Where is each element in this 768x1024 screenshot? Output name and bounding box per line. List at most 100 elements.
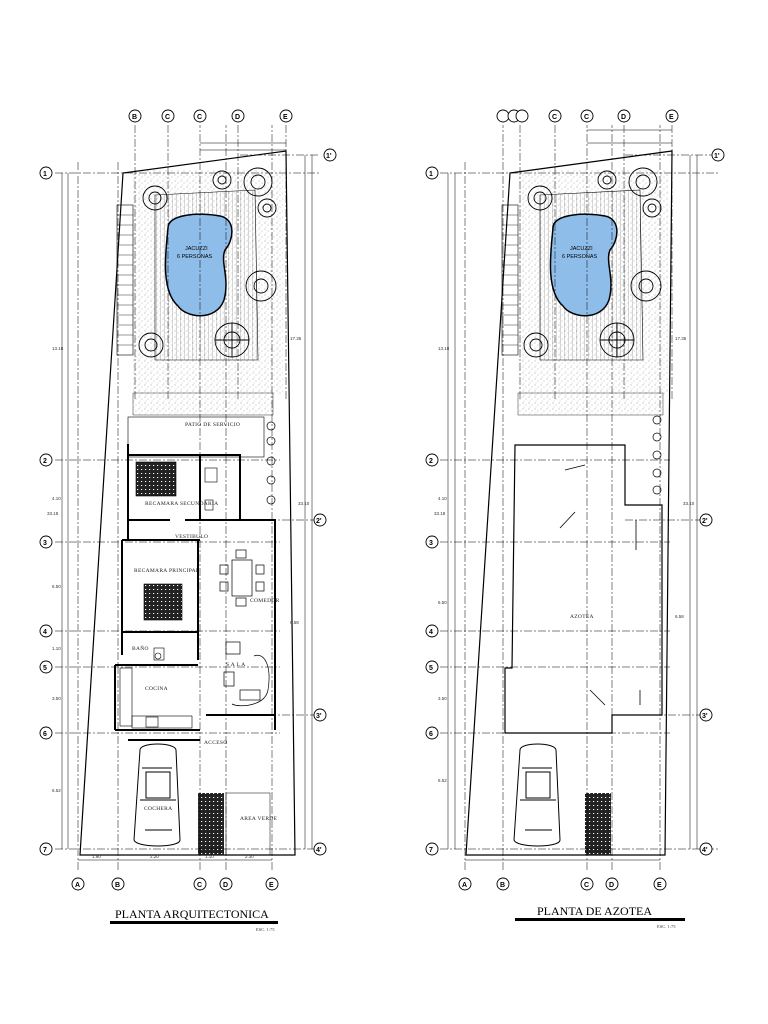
axis2-row-5: 5 [429, 665, 433, 672]
axis2-row-1: 1 [429, 171, 433, 178]
axis-grid [77, 125, 287, 870]
axis2-row-6: 6 [429, 731, 433, 738]
shrub-icon-2 [652, 415, 662, 495]
room-label-area-verde-1: AREA VERDE [240, 816, 278, 822]
axis-row-r2: 2' [316, 518, 322, 525]
plan-title-1: PLANTA ARQUITECTONICA [115, 907, 269, 921]
axis2-row-4: 4 [429, 629, 433, 636]
axis2-row-2: 2 [429, 458, 433, 465]
roof-outline [504, 444, 663, 734]
pool-label-2: 6 PERSONAS [177, 254, 212, 260]
room-label-sala: S A L A [226, 662, 245, 668]
pool-label-2-1: JACUZZI [570, 246, 593, 252]
axis-bottom-5: E [269, 882, 274, 889]
axis-bubbles-top [128, 109, 293, 123]
axis-bubbles-rows [39, 148, 337, 856]
room-label-acceso: ACCESO [204, 740, 228, 746]
room-label-recamara-pri: RECAMARA PRINCIPAL [134, 568, 200, 574]
dim2-right-3: 6.58 [675, 614, 684, 619]
dim-bottom-1: 1.90 [92, 854, 101, 859]
tree-icon-2 [523, 167, 662, 358]
axis2-top-5: E [669, 114, 674, 121]
axis-bottom-2: B [115, 882, 120, 889]
axis-row-3: 3 [43, 540, 47, 547]
bed-icon [135, 461, 183, 621]
axis-row-6: 6 [43, 731, 47, 738]
toilet-icon [153, 467, 218, 661]
axis-bottom-4: D [223, 882, 228, 889]
plan-scale-1: ESC. 1:75 [256, 927, 275, 932]
axis-bottom-1: A [75, 882, 80, 889]
brick-area [198, 793, 224, 855]
plan-azotea: JACUZZI 6 PERSONAS AZOTEA [425, 109, 725, 929]
dim2-d1: 13.18 [438, 346, 450, 351]
pool-label-2-2: 6 PERSONAS [562, 254, 597, 260]
dim-right-2: 33.10 [298, 501, 310, 506]
lot-outline-2 [465, 150, 673, 856]
area-verde [225, 792, 271, 856]
axis-row-7: 7 [43, 847, 47, 854]
axis2-bottom-2: B [500, 882, 505, 889]
plan-scale-2: ESC. 1:75 [657, 924, 676, 929]
plan-title-2: PLANTA DE AZOTEA [537, 904, 652, 918]
axis2-row-r3: 3' [702, 713, 708, 720]
axis2-bottom-5: E [657, 882, 662, 889]
gravel-strip-2 [517, 392, 664, 416]
axis-grid-rows [55, 154, 320, 850]
axis2-bottom-3: C [584, 882, 589, 889]
axis2-bottom-4: D [609, 882, 614, 889]
pool-label-1: JACUZZI [185, 246, 208, 252]
axis-top-5: E [283, 114, 288, 121]
jacuzzi [164, 213, 233, 317]
axis-top-1: B [132, 114, 137, 121]
dim-d1: 13.18 [52, 346, 64, 351]
jacuzzi-2 [549, 213, 618, 317]
dim-d5: 3.50 [52, 696, 61, 701]
dim-d2: 4.10 [52, 496, 61, 501]
dim2-d3: 6.50 [438, 600, 447, 605]
dim-bottom-2: 2.20 [150, 854, 159, 859]
dim-right-3: 6.58 [290, 620, 299, 625]
axis2-row-7: 7 [429, 847, 433, 854]
axis-row-4: 4 [43, 629, 47, 636]
brick-area-2 [585, 793, 611, 855]
dim2-right-1: 17.35 [675, 336, 687, 341]
axis-row-2: 2 [43, 458, 47, 465]
dim-bottom-4: 2.30 [245, 854, 254, 859]
axis-bottom-3: C [197, 882, 202, 889]
car-icon-2 [513, 743, 561, 847]
axis-row-r1: 1' [326, 153, 332, 160]
room-label-cochera: COCHERA [144, 806, 172, 812]
axis-top-2: C [165, 114, 170, 121]
axis2-row-3: 3 [429, 540, 433, 547]
room-label-bano: BAÑO [132, 644, 149, 652]
dining-table-icon [219, 549, 265, 607]
axis-row-r4: 4' [316, 847, 322, 854]
dimension-lines [61, 142, 313, 861]
axis-bubbles-bottom [71, 877, 279, 891]
title-underline-1 [110, 921, 278, 924]
axis2-bottom-1: A [462, 882, 467, 889]
axis2-row-r2: 2' [702, 518, 708, 525]
axis2-top-4: D [621, 114, 626, 121]
dim-d3: 6.50 [52, 584, 61, 589]
axis-top-3: C [197, 114, 202, 121]
car-icon [133, 743, 181, 847]
axis2-row-r4: 4' [702, 847, 708, 854]
dim2-right-2: 33.10 [683, 501, 695, 506]
dimension-lines-2 [447, 129, 698, 861]
axis-bubbles-top-2 [496, 109, 679, 123]
shrub-icon [266, 421, 276, 505]
patio-de-servicio [127, 416, 265, 458]
lot-outline [79, 150, 296, 856]
axis-bubbles-rows-2 [425, 148, 725, 856]
dim-d6: 6.52 [52, 788, 61, 793]
plan-arquitectonica: JACUZZI 6 PERSONAS PATIO DE SERVICIO [39, 109, 337, 932]
dim2-d6: 6.52 [438, 778, 447, 783]
room-label-patio: PATIO DE SERVICIO [185, 422, 240, 428]
dim2-d2: 4.10 [438, 496, 447, 501]
stair-2 [501, 204, 519, 356]
dim-total: 33.18 [47, 511, 59, 516]
room-label-recamara-sec: RECAMARA SECUNDARIA [145, 501, 218, 507]
